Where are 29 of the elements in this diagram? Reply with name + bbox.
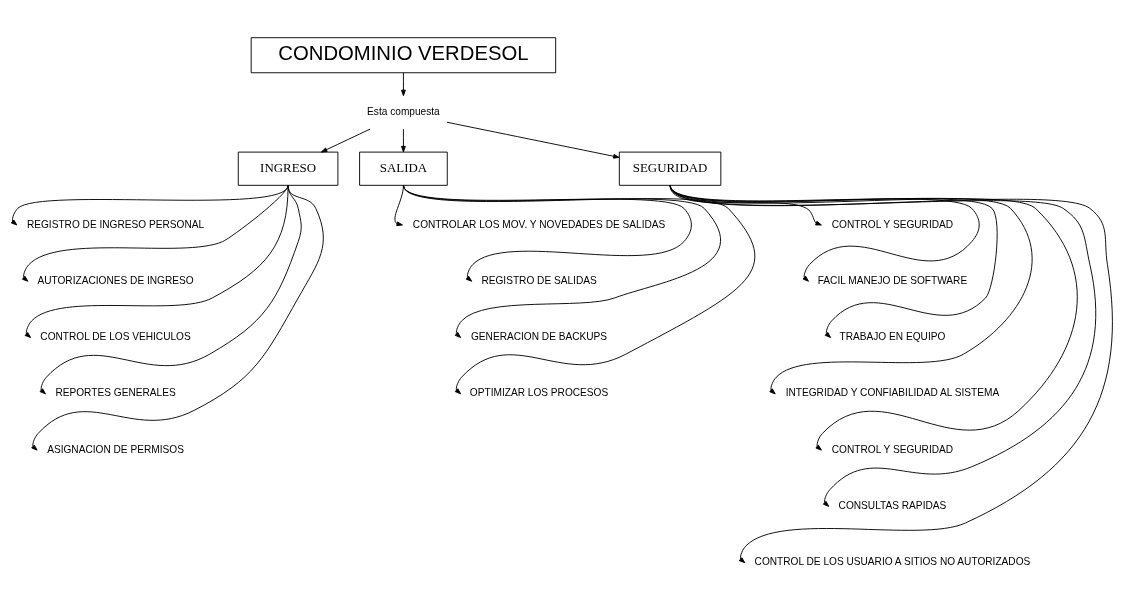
arrow (401, 71, 406, 96)
arrow (24, 184, 289, 338)
node-text: Esta compuesta (367, 105, 440, 117)
node-text: GENERACION DE BACKUPS (470, 330, 608, 342)
node-text: CONTROL DE LOS USUARIO A SITIOS NO AUTORIZADOS (754, 555, 1031, 567)
arrow (31, 184, 324, 451)
node-text: CONTROL Y SEGURIDAD (831, 218, 954, 230)
node-text: REPORTES GENERALES (55, 386, 176, 398)
node-box: CONDOMINIO VERDESOL (250, 36, 557, 73)
arrow (320, 128, 371, 153)
node-box: SEGURIDAD (618, 151, 722, 186)
node-box: SALIDA (359, 151, 448, 186)
node-text: CONTROL DE LOS VEHICULOS (40, 330, 191, 342)
arrow (669, 184, 1113, 563)
node-text: AUTORIZACIONES DE INGRESO (37, 274, 194, 286)
node-text: FACIL MANEJO DE SOFTWARE (817, 274, 968, 286)
arrow (402, 184, 756, 394)
arrow (446, 121, 620, 159)
node-text: OPTIMIZAR LOS PROCESOS (469, 386, 609, 398)
node-text: CONTROLAR LOS MOV. Y NOVEDADES DE SALIDAS (412, 218, 666, 230)
node-text: REGISTRO DE INGRESO PERSONAL (26, 218, 205, 230)
arrow (401, 128, 406, 152)
node-text: TRABAJO EN EQUIPO (839, 330, 946, 342)
node-text: ASIGNACION DE PERMISOS (47, 443, 184, 455)
node-text: CONSULTAS RAPIDAS (838, 499, 947, 511)
node-text: INTEGRIDAD Y CONFIABILIDAD AL SISTEMA (785, 386, 1000, 398)
node-text: CONTROL Y SEGURIDAD (831, 443, 954, 455)
node-text: REGISTRO DE SALIDAS (481, 274, 597, 286)
node-box: INGRESO (237, 151, 339, 186)
